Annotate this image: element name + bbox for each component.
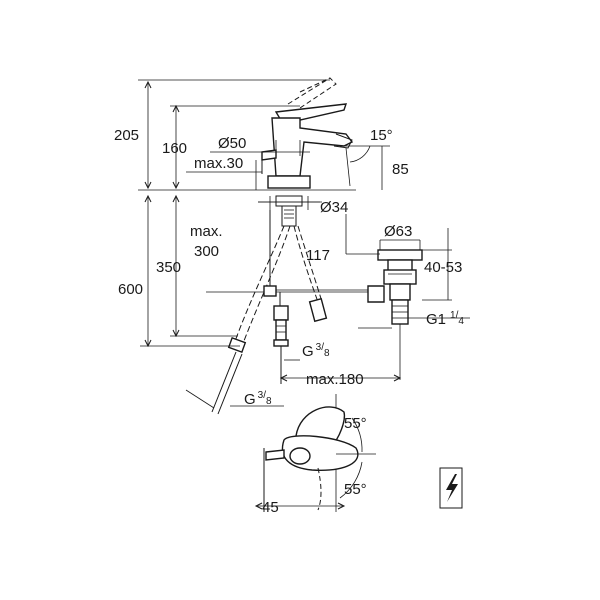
dim-max-label: max. [190, 223, 223, 240]
dim-300: 300 [194, 243, 219, 260]
supply-hoses [206, 225, 372, 415]
dim-160: 160 [162, 140, 187, 157]
dim-diameter-34: Ø34 [320, 199, 348, 216]
dim-angle-55-top: 55° [344, 415, 367, 432]
dim-max-30: max.30 [194, 155, 243, 172]
faucet-side-view [138, 77, 356, 290]
dim-max-180: max.180 [306, 371, 364, 388]
dim-diameter-50: Ø50 [218, 135, 246, 152]
hot-cold-lightning-icon [439, 467, 463, 509]
dim-angle-15: 15° [370, 127, 393, 144]
dim-205: 205 [114, 127, 139, 144]
dim-40-53: 40-53 [424, 259, 462, 276]
dim-350: 350 [156, 259, 181, 276]
dimension-lines [140, 80, 470, 409]
dim-117: 117 [306, 247, 330, 264]
dimension-labels: 205 160 Ø50 max.30 15° 85 Ø34 Ø63 max. 3… [114, 127, 464, 516]
drain-assembly [367, 240, 423, 380]
dim-diameter-63: Ø63 [384, 223, 412, 240]
dim-85: 85 [392, 161, 409, 178]
faucet-top-view [254, 394, 376, 512]
dim-angle-55-bottom: 55° [344, 481, 367, 498]
dim-45: 45 [262, 499, 279, 516]
dim-600: 600 [118, 281, 143, 298]
